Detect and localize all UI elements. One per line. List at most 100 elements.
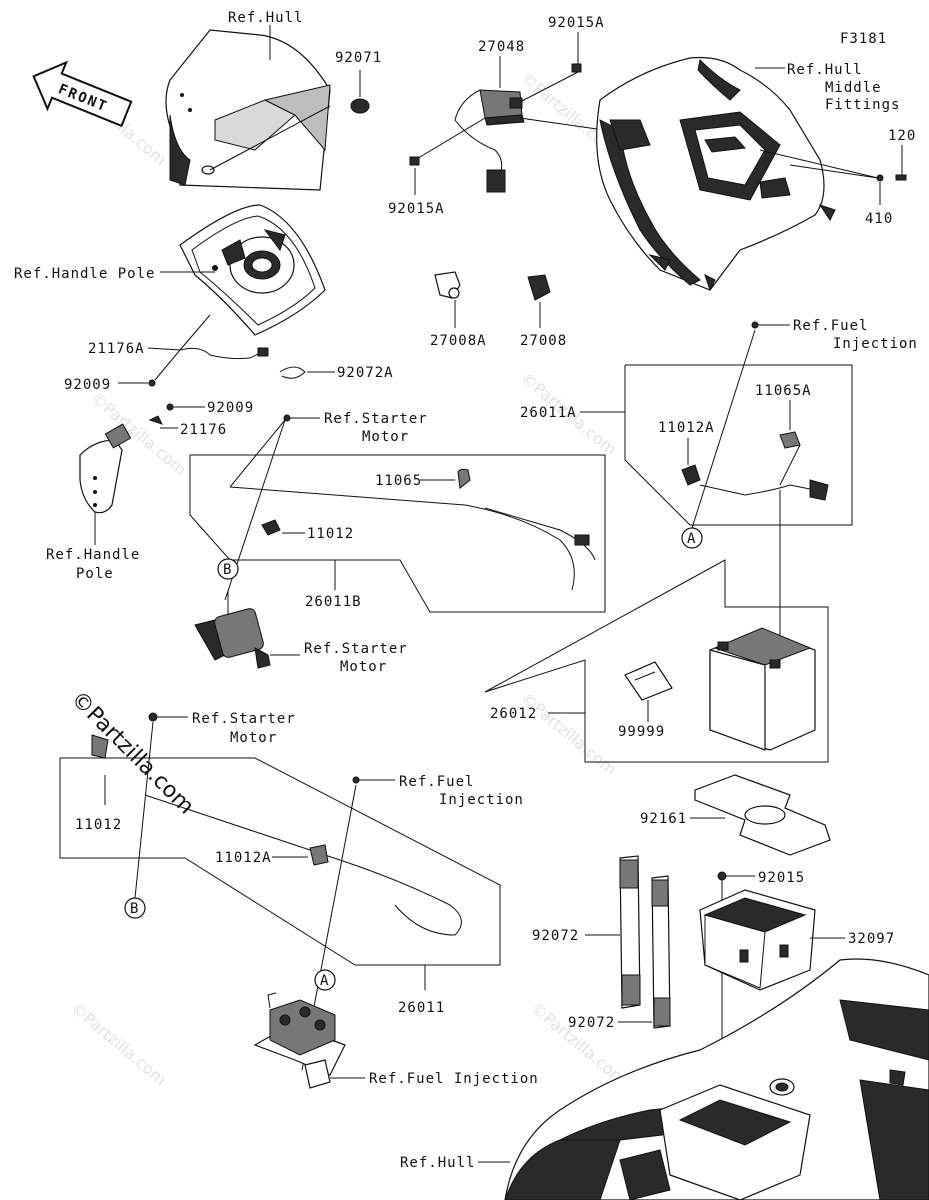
label-26011A: 26011A: [520, 405, 577, 421]
cap-11065: [457, 468, 471, 489]
label-11065A: 11065A: [755, 383, 812, 399]
label-92161: 92161: [640, 811, 687, 827]
handle-pole-lower: [79, 423, 132, 514]
label-26011: 26011: [398, 1000, 445, 1016]
label-11012A-b: 11012A: [215, 850, 272, 866]
label-ref-hull-middle: Ref.Hull: [787, 62, 862, 78]
label-21176A: 21176A: [88, 341, 145, 357]
label-92015A-top: 92015A: [548, 15, 605, 31]
label-ref-fuel-inj-c: Ref.Fuel Injection: [369, 1071, 539, 1087]
cable-26011A: [681, 431, 829, 501]
label-ref-hull-middle-2: Middle: [825, 80, 882, 96]
label-92015A-bot: 92015A: [388, 201, 445, 217]
label-32097: 32097: [848, 931, 895, 947]
mat-92161: [694, 774, 831, 856]
callout-A-2-label: A: [320, 973, 329, 989]
connector-27008: [527, 274, 551, 301]
label-ref-hull: Ref.Hull: [228, 10, 303, 26]
label-99999: 99999: [618, 724, 665, 740]
cable-26011B: [229, 486, 596, 591]
label-99999-part: [624, 661, 673, 701]
starter-relay: [253, 992, 346, 1089]
callout-B-2-label: B: [130, 901, 139, 917]
label-ref-fuel-inj-a: Ref.Fuel: [793, 318, 868, 334]
label-ref-starter-c2: Motor: [230, 730, 277, 746]
label-ref-handle-pole-b2: Pole: [76, 566, 114, 582]
label-11012-b: 11012: [75, 817, 122, 833]
watermark: ©Partzilla.com: [517, 689, 620, 780]
label-92072A: 92072A: [337, 365, 394, 381]
relay-27048: [454, 89, 525, 193]
cable-26011A-box: [624, 364, 853, 526]
brand-mark: ©Partzilla.com: [66, 687, 199, 820]
label-92071: 92071: [335, 50, 382, 66]
cable-26011-box: [59, 757, 501, 966]
handle-pole-plate: [179, 204, 326, 336]
diagram-code: F3181: [840, 31, 887, 47]
callout-B-label: B: [223, 562, 232, 578]
callout-A: [681, 527, 703, 549]
label-ref-hull-bottom: Ref.Hull: [400, 1155, 475, 1171]
clip-92015A-b: [409, 156, 420, 166]
clamp-92072A: [279, 366, 306, 379]
nut-ref-fuel-inj-b: [352, 776, 360, 784]
screw-92009-b: [166, 403, 174, 411]
strap-92072-b: [651, 875, 671, 1029]
part-92071: [350, 98, 370, 114]
hull-rear: [504, 958, 929, 1200]
label-92009-a: 92009: [64, 377, 111, 393]
label-ref-handle-pole: Ref.Handle Pole: [14, 266, 155, 282]
label-92015: 92015: [758, 870, 805, 886]
label-11012A-a: 11012A: [658, 420, 715, 436]
callout-B-2: [124, 897, 146, 919]
starter-motor: [194, 590, 271, 669]
strap-92072-a: [619, 855, 641, 1009]
label-ref-starter-b2: Motor: [340, 659, 387, 675]
label-27008A: 27008A: [430, 333, 487, 349]
hull-front-panel: [165, 29, 331, 191]
watermark: ©Partzilla.com: [67, 999, 170, 1090]
label-27048: 27048: [478, 39, 525, 55]
label-ref-starter-c: Ref.Starter: [192, 711, 296, 727]
label-120: 120: [888, 128, 916, 144]
cable-26011B-box: [189, 454, 606, 613]
hull-middle-fittings: [596, 56, 836, 292]
label-ref-starter-a: Ref.Starter: [324, 411, 428, 427]
battery-26012-box: [484, 559, 829, 763]
label-92072-b: 92072: [568, 1015, 615, 1031]
label-ref-hull-middle-3: Fittings: [825, 97, 900, 113]
screw-92009: [148, 379, 156, 387]
label-ref-fuel-inj-b2: Injection: [439, 792, 524, 808]
label-21176: 21176: [180, 422, 227, 438]
label-ref-fuel-inj-a2: Injection: [833, 336, 918, 352]
part-21176: [148, 415, 163, 425]
callout-B: [217, 558, 239, 580]
label-410: 410: [865, 211, 893, 227]
watermark: ©Partzilla.com: [527, 999, 630, 1090]
callout-A-label: A: [687, 531, 696, 547]
callout-A-2: [314, 969, 336, 991]
label-ref-starter-a2: Motor: [362, 429, 409, 445]
clip-92015A: [571, 63, 582, 73]
nut-ref-starter-c: [148, 712, 158, 722]
label-ref-handle-pole-b: Ref.Handle: [46, 547, 140, 563]
connector-27008A: [434, 271, 461, 299]
front-arrow: FRONT: [32, 60, 133, 128]
label-11012-a: 11012: [307, 526, 354, 542]
bolt-120: [895, 174, 907, 181]
harness-21176A: [154, 314, 269, 381]
battery-case-32097: [699, 889, 816, 991]
cable-26011: [91, 734, 462, 936]
label-ref-starter-b: Ref.Starter: [304, 641, 408, 657]
nut-92015: [717, 871, 727, 881]
label-26012: 26012: [490, 706, 537, 722]
label-27008: 27008: [520, 333, 567, 349]
battery: [709, 627, 816, 751]
label-92009-b: 92009: [207, 400, 254, 416]
label-ref-fuel-inj-b: Ref.Fuel: [399, 774, 474, 790]
label-11065: 11065: [375, 473, 422, 489]
label-92072-a: 92072: [532, 928, 579, 944]
label-26011B: 26011B: [305, 594, 362, 610]
